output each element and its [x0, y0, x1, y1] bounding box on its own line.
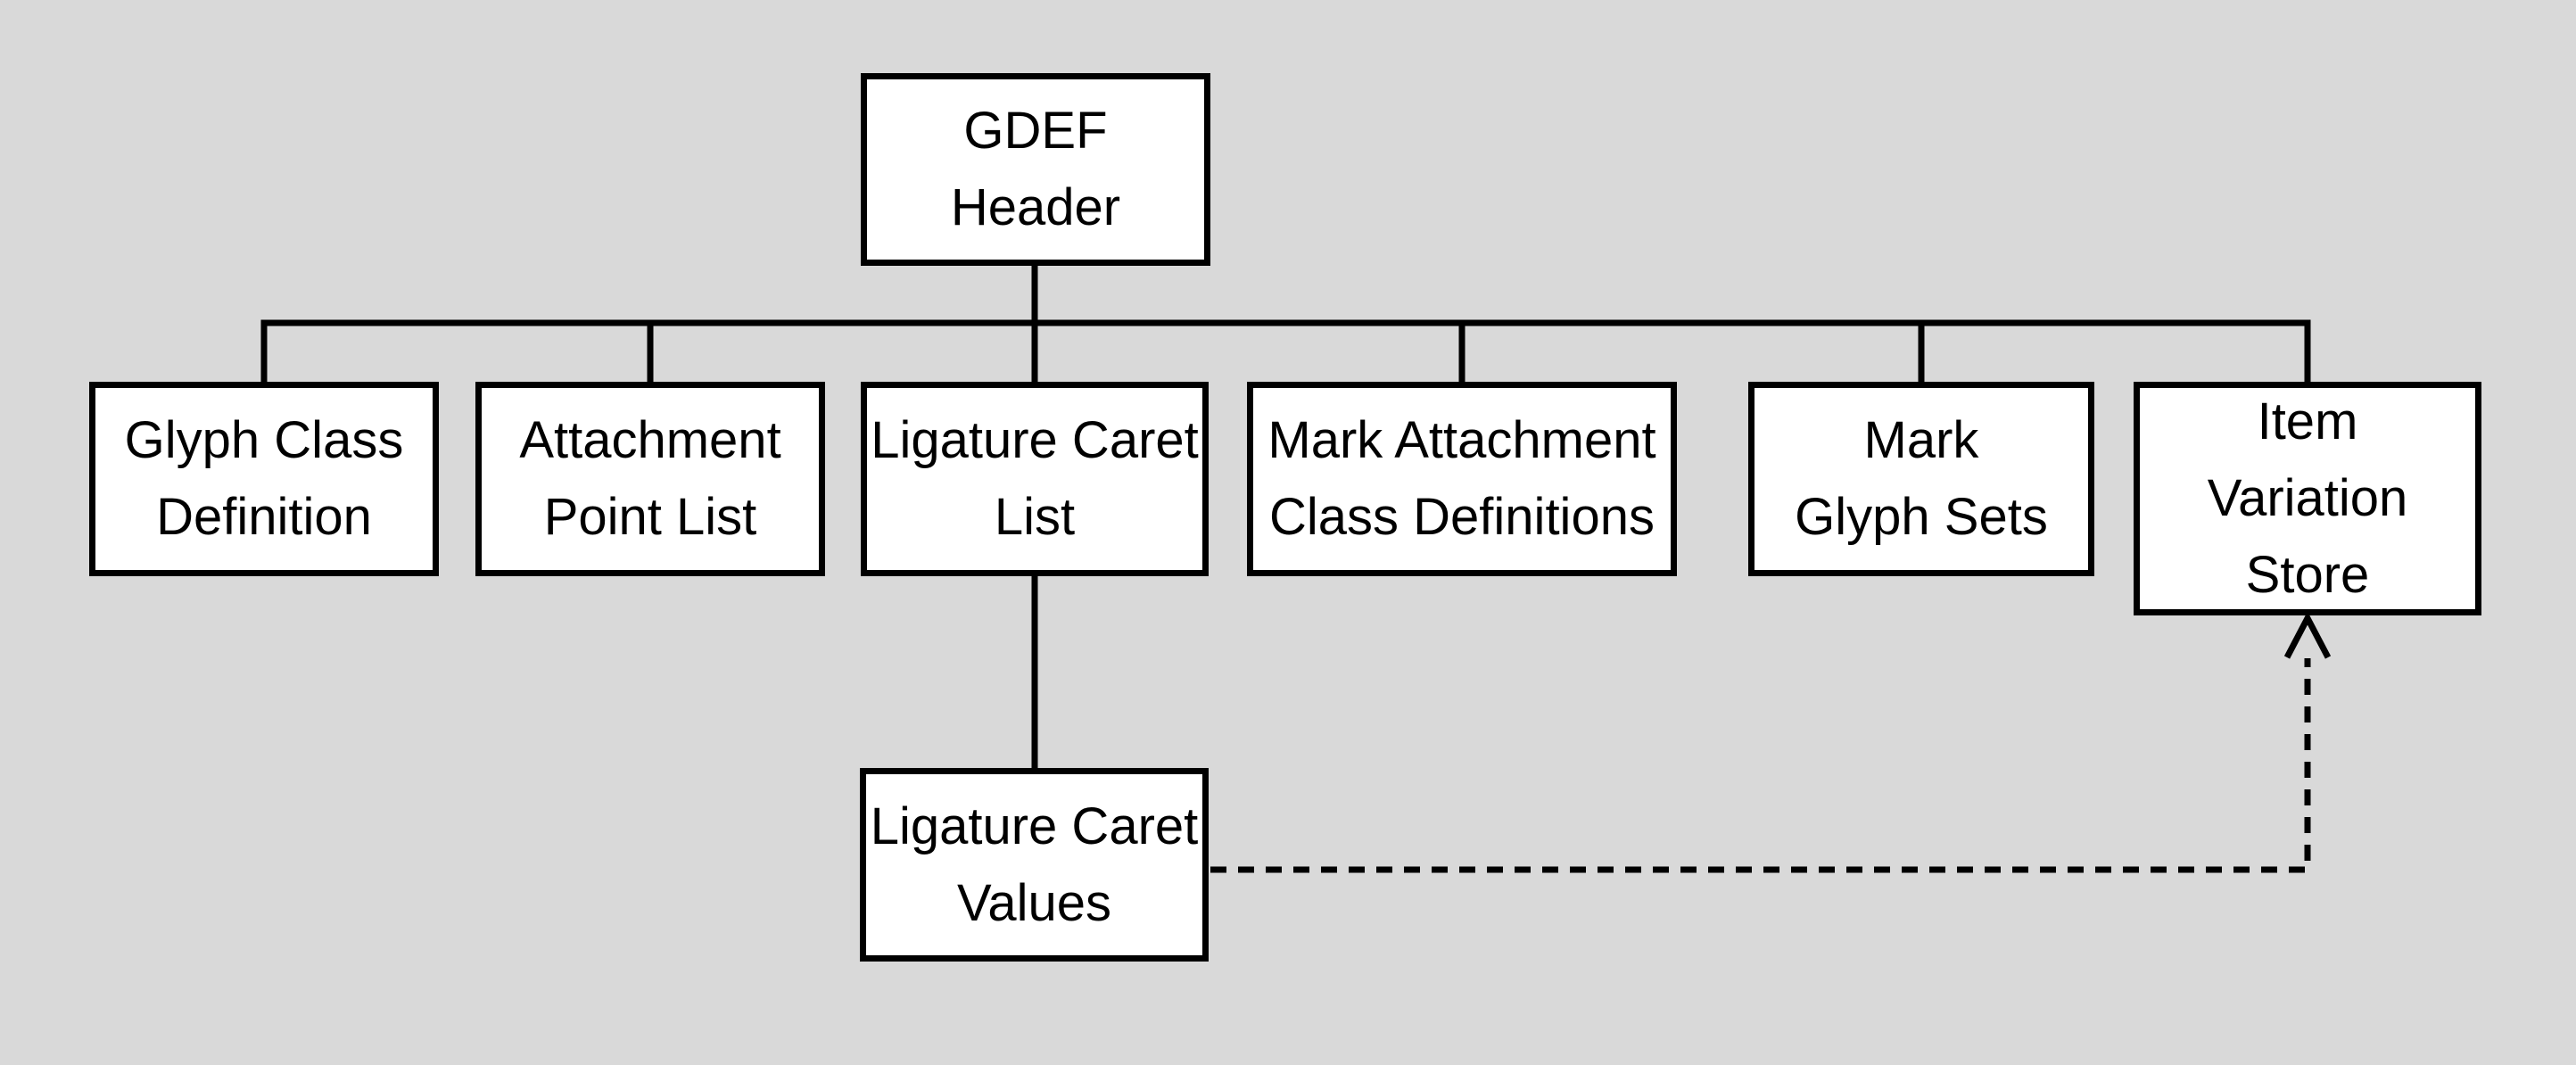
box-attachment-point-list: Attachment Point List — [475, 382, 825, 576]
box-ligature-caret-list: Ligature Caret List — [861, 382, 1209, 576]
arrowhead-icon — [2283, 611, 2332, 659]
box-attachment-point-list-label: Attachment Point List — [519, 411, 781, 546]
box-mark-glyph-sets-label: Mark Glyph Sets — [1795, 411, 2048, 546]
box-mark-glyph-sets: Mark Glyph Sets — [1748, 382, 2094, 576]
box-mark-attachment-class-definitions: Mark Attachment Class Definitions — [1247, 382, 1677, 576]
box-gdef-header-label: GDEF Header — [950, 102, 1121, 236]
box-ligature-caret-list-label: Ligature Caret List — [871, 411, 1199, 546]
box-mark-attachment-class-definitions-label: Mark Attachment Class Definitions — [1267, 411, 1656, 546]
box-glyph-class-definition: Glyph Class Definition — [89, 382, 439, 576]
box-glyph-class-definition-label: Glyph Class Definition — [124, 411, 404, 546]
box-ligature-caret-values: Ligature Caret Values — [860, 768, 1209, 962]
box-gdef-header: GDEF Header — [861, 73, 1210, 266]
dashed-reference-line — [1210, 658, 2311, 873]
tree-branch-lines — [260, 266, 2311, 770]
box-ligature-caret-values-label: Ligature Caret Values — [870, 797, 1199, 932]
box-item-variation-store-label: Item Variation Store — [2207, 392, 2408, 604]
box-item-variation-store: Item Variation Store — [2134, 382, 2481, 615]
